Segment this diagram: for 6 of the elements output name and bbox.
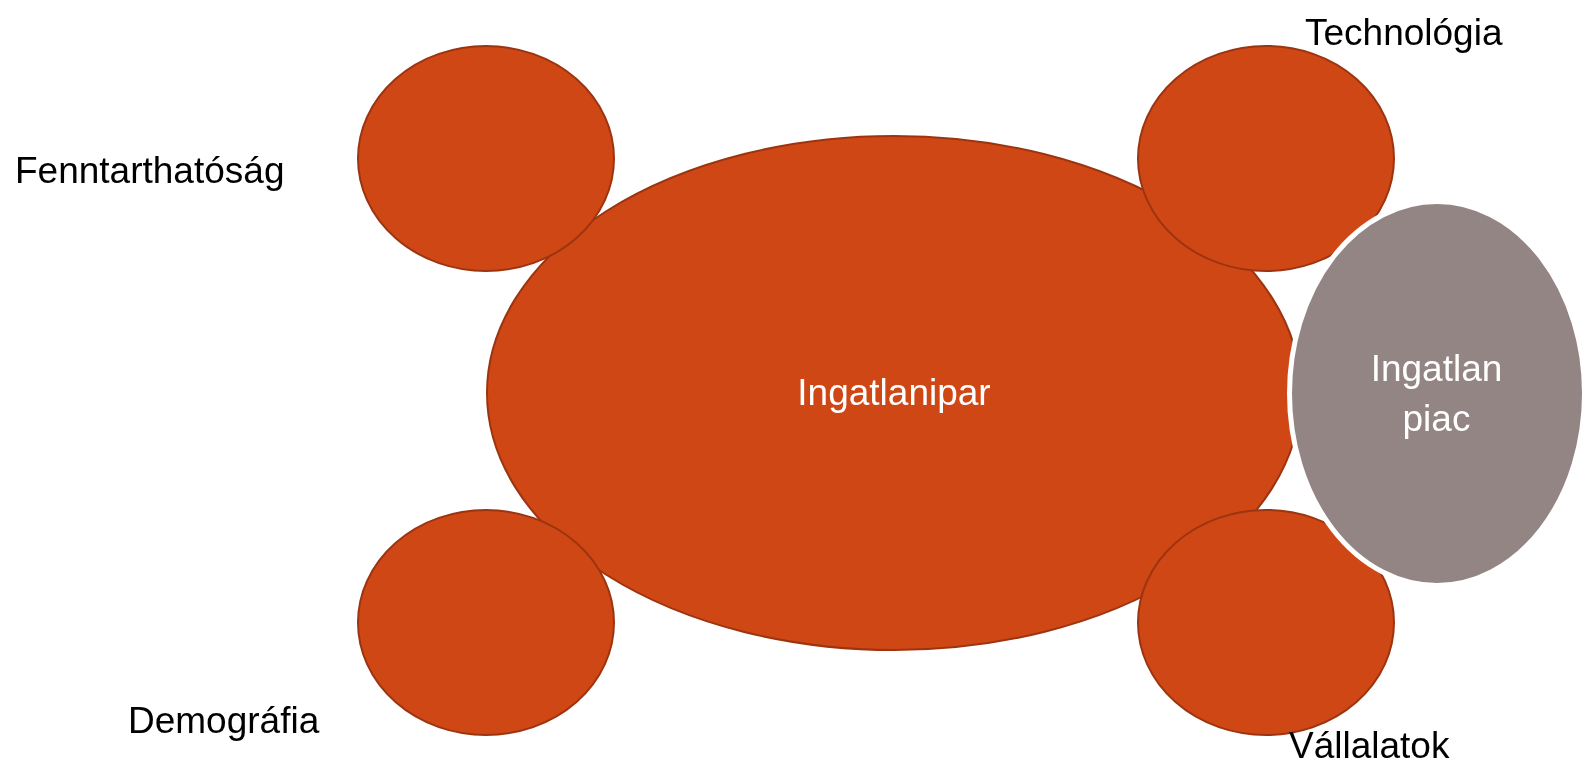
node-label: Ingatlan piac [1369,346,1504,441]
node-label: Ingatlanipar [796,371,992,415]
node-label: Technológia [1305,12,1503,54]
node-label: Vállalatok [1289,725,1450,767]
node-label: Demográfia [128,700,320,742]
node-label: Fenntarthatóság [15,150,285,192]
